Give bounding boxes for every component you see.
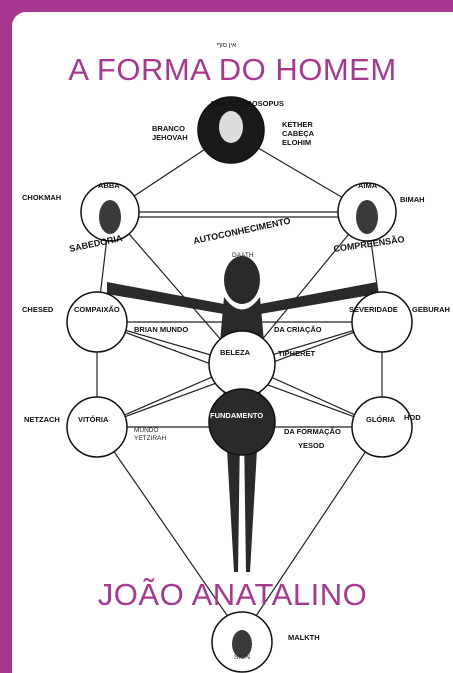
top-ring-label: MACRO PROSOPUS [211, 99, 284, 108]
hod-circle [351, 396, 413, 458]
book-cover: אין סוף MACRO PROSOPUS KETHER CABEÇA ELO… [12, 12, 453, 673]
severidade-label: SEVERIDADE [349, 305, 398, 314]
malkth-label: MALKTH [288, 633, 320, 642]
mundo-label: MUNDO [134, 427, 159, 434]
book-title: A FORMA DO HOMEM [68, 52, 397, 87]
vitoria-label: VITÓRIA [78, 415, 109, 424]
tree-of-life-diagram: אין סוף MACRO PROSOPUS KETHER CABEÇA ELO… [22, 42, 450, 673]
abba-label: ABBA [98, 181, 120, 190]
bimah-label: BIMAH [400, 195, 425, 204]
chesed-label: CHESED [22, 305, 54, 314]
hebrew-top-label: אין סוף [217, 42, 236, 49]
sion-label: SION [234, 654, 250, 661]
face-drawings [99, 111, 378, 658]
geburah-circle [351, 291, 413, 353]
netzach-label: NETZACH [24, 415, 60, 424]
tipheret-label: TIPHERET [278, 349, 316, 358]
chokmah-label: CHOKMAH [22, 193, 61, 202]
autoconhecimento-label: AUTOCONHECIMENTO [192, 216, 291, 246]
da-formacao-label: DA FORMAÇÃO [284, 427, 341, 436]
brian-mundo-label: BRIAN MUNDO [134, 325, 188, 334]
gloria-label: GLÓRIA [366, 415, 396, 424]
book-author: JOÃO ANATALINO [97, 577, 368, 612]
tipheret-circle [208, 330, 276, 398]
kether-label: KETHER [282, 120, 313, 129]
jehovah-label: JEHOVAH [152, 133, 188, 142]
daath-label: DAATH [232, 252, 254, 259]
elohim-label: ELOHIM [282, 138, 311, 147]
yetzirah-label: YETZIRAH [134, 435, 166, 442]
chesed-circle [66, 291, 128, 353]
yesod-label: YESOD [298, 441, 325, 450]
branco-label: BRANCO [152, 124, 185, 133]
netzach-circle [66, 396, 128, 458]
fundamento-label: FUNDAMENTO [210, 411, 263, 420]
hod-label: HOD [404, 413, 421, 422]
geburah-label: GEBURAH [412, 305, 450, 314]
yesod-circle [208, 388, 276, 456]
aima-label: AIMA [358, 181, 378, 190]
da-criacao-label: DA CRIAÇÃO [274, 325, 322, 334]
beleza-label: BELEZA [220, 348, 251, 357]
compaixao-label: COMPAIXÃO [74, 305, 120, 314]
cabeca-label: CABEÇA [282, 129, 315, 138]
